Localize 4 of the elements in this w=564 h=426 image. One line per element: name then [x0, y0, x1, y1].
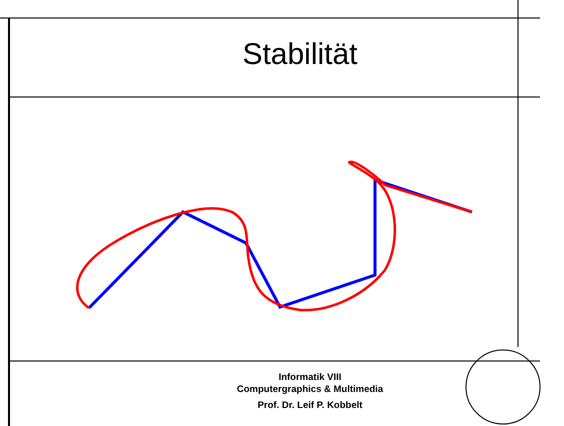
slide-title: Stabilität	[241, 38, 359, 72]
footer-text: Informatik VIII	[278, 372, 342, 383]
footer-text: Prof. Dr. Leif P. Kobbelt	[256, 400, 364, 411]
footer-text: Computergraphics & Multimedia	[236, 384, 384, 395]
